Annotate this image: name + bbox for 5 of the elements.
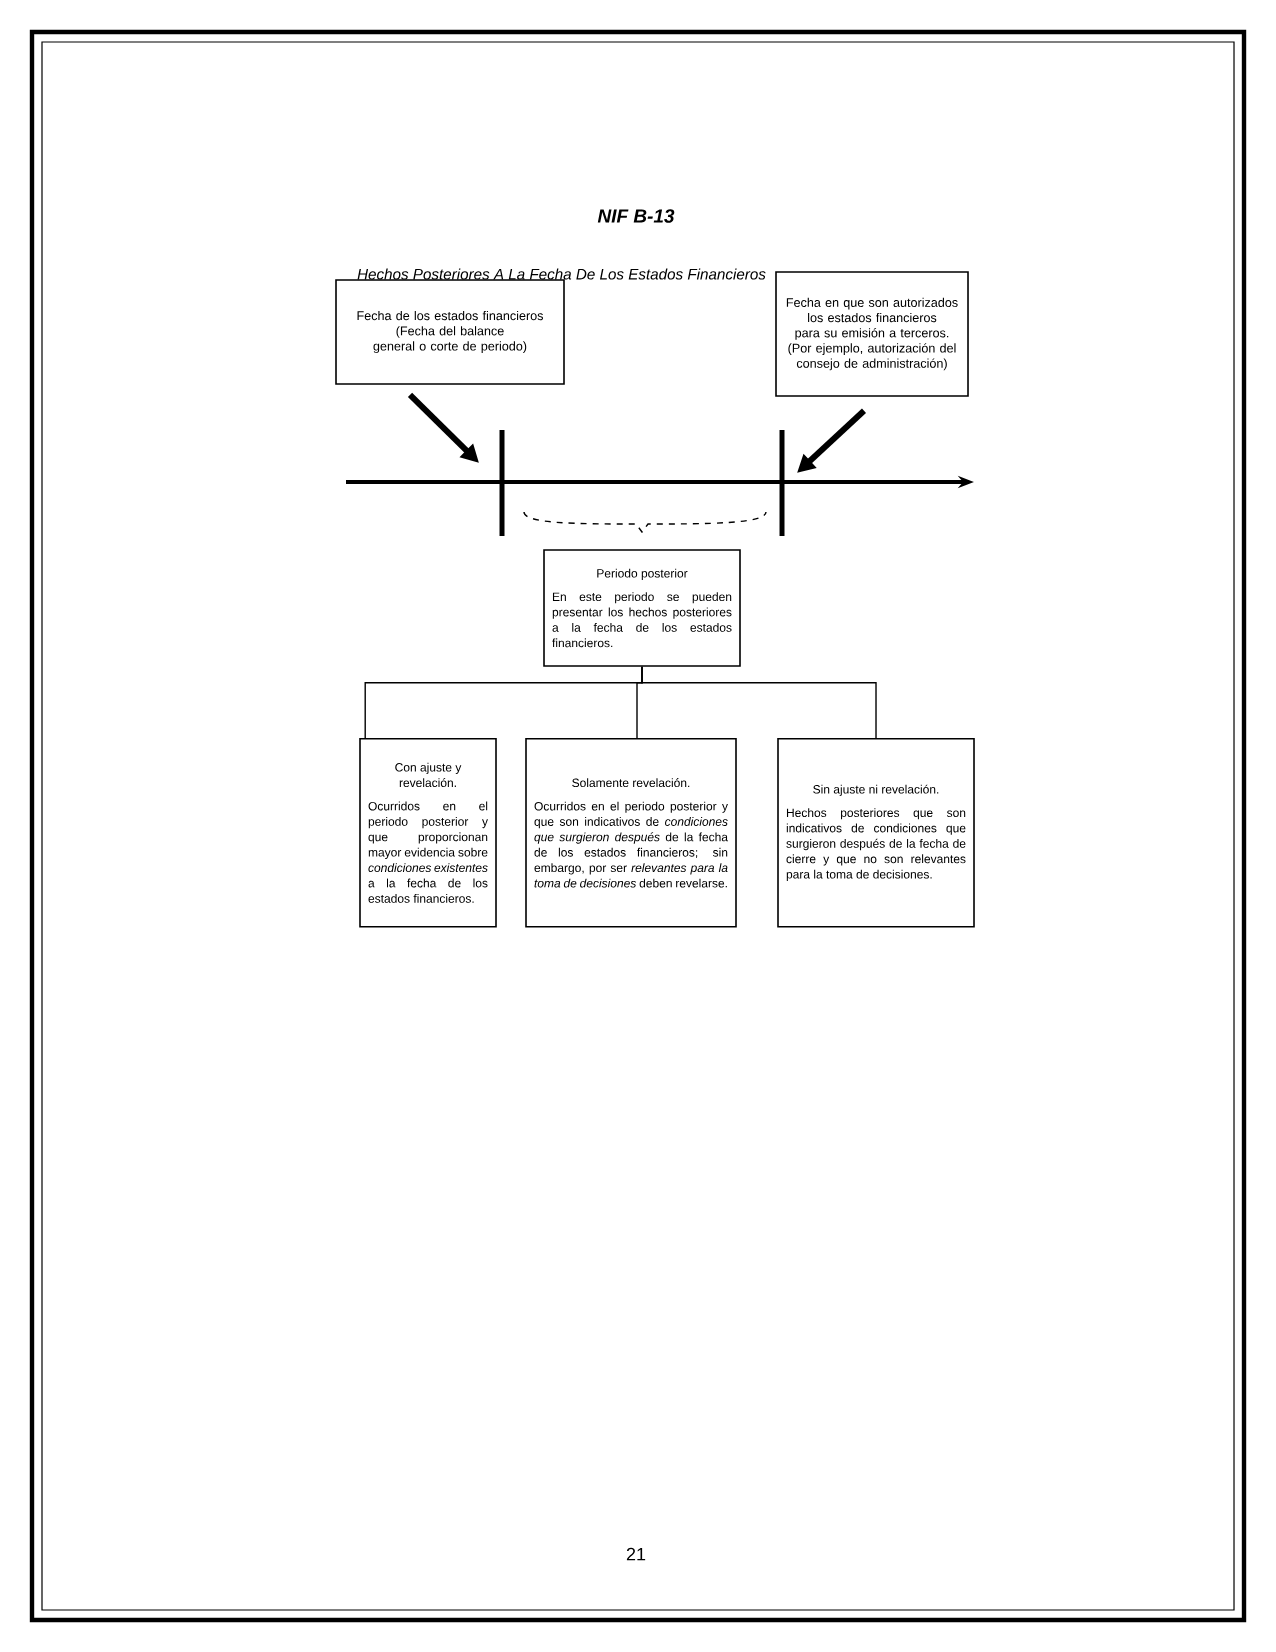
connector-line [641,666,877,739]
title: NIF B-13 [597,209,675,223]
page-number: 21 [626,1547,646,1561]
timeline-tick [779,430,785,536]
timeline-tick [499,430,505,536]
